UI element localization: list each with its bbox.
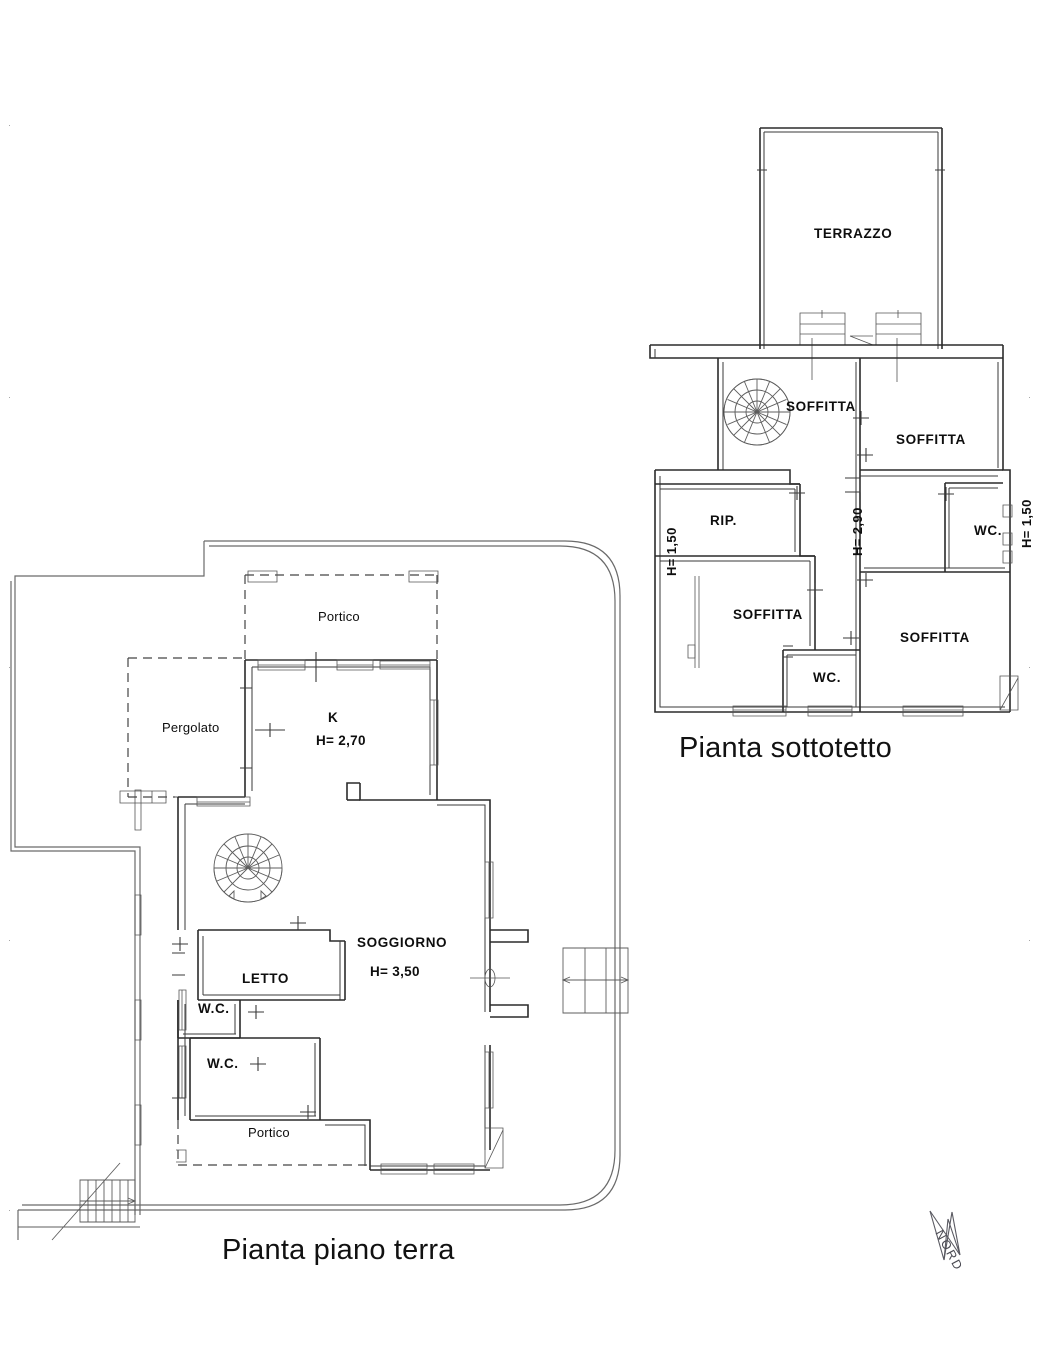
edge-mark: · [1028, 392, 1031, 402]
edge-mark: · [8, 1205, 11, 1215]
attic-room-label-soffitta-nw: SOFFITTA [786, 399, 856, 414]
ground-room-label-wc-upper: W.C. [198, 1001, 230, 1016]
ground-room-label-letto: LETTO [242, 971, 290, 986]
ground-plan-title: Pianta piano terra [222, 1234, 455, 1266]
ground-room-label-kitchen: K [328, 710, 339, 725]
ground-height-label-soggiorno: H= 3,50 [370, 964, 420, 979]
edge-mark: · [1028, 662, 1031, 672]
attic-room-label-terrazzo: TERRAZZO [814, 226, 893, 241]
exterior-step-grid-icon [561, 947, 630, 1014]
ground-room-label-portico-top: Portico [318, 609, 360, 624]
attic-room-label-soffitta-ne: SOFFITTA [896, 432, 966, 447]
edge-mark: · [1028, 935, 1031, 945]
ground-spiral-stair-icon [213, 833, 283, 903]
ground-room-label-pergolato: Pergolato [162, 720, 220, 735]
edge-mark: · [8, 120, 11, 130]
attic-room-label-soffitta-se: SOFFITTA [900, 630, 970, 645]
attic-room-label-wc-east: WC. [974, 523, 1003, 538]
ground-room-label-wc-lower: W.C. [207, 1056, 239, 1071]
attic-plan-geometry [649, 127, 1019, 717]
attic-height-label-center: H= 2,90 [850, 507, 865, 556]
attic-room-label-wc-center: WC. [813, 670, 842, 685]
ground-room-label-portico-bottom: Portico [248, 1125, 290, 1140]
ground-height-label-kitchen: H= 2,70 [316, 733, 366, 748]
edge-mark: · [8, 392, 11, 402]
ground-room-label-soggiorno: SOGGIORNO [357, 935, 448, 950]
attic-room-label-soffitta-w: SOFFITTA [733, 607, 803, 622]
edge-mark: · [8, 662, 11, 672]
attic-height-label-east: H= 1,50 [1019, 499, 1034, 548]
attic-room-label-rip: RIP. [710, 513, 737, 528]
attic-spiral-stair-icon [723, 378, 791, 446]
north-arrow-icon [929, 1210, 961, 1261]
edge-mark: · [8, 935, 11, 945]
ground-floor-plan-geometry [10, 540, 630, 1241]
attic-plan-title: Pianta sottotetto [679, 732, 892, 764]
attic-height-label-west: H= 1,50 [664, 527, 679, 576]
